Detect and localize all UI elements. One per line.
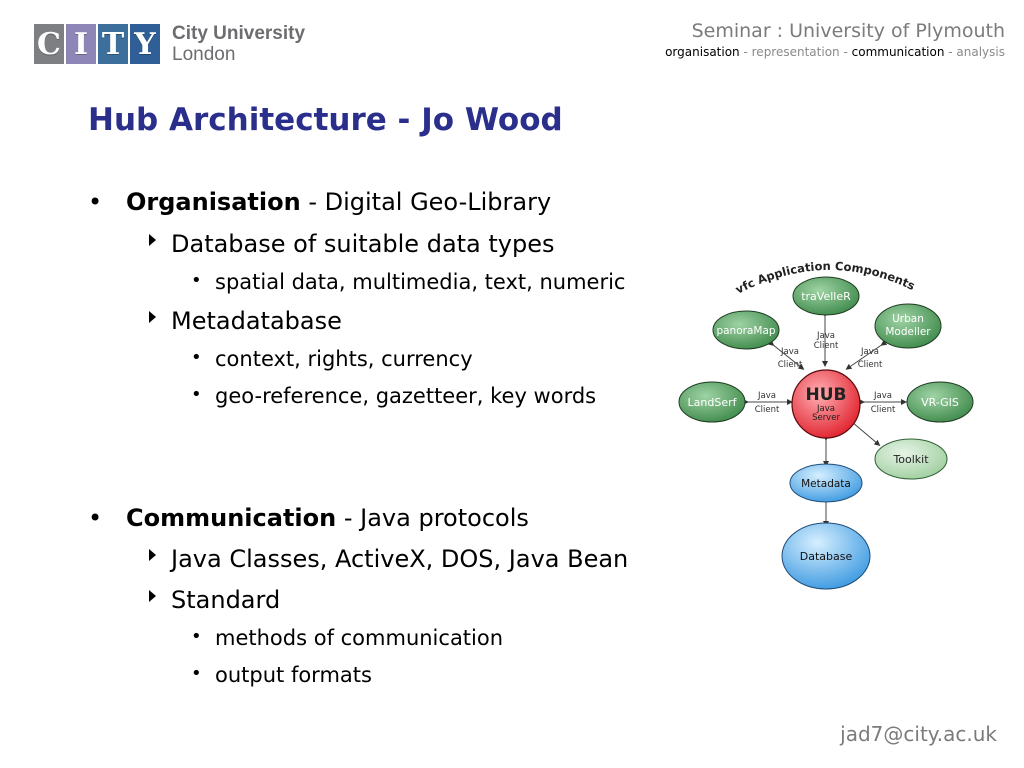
bullet-text: context, rights, currency xyxy=(215,347,473,371)
seminar-topics: organisation - representation - communic… xyxy=(665,45,1005,59)
bullet-bold: Communication xyxy=(126,504,337,532)
bullet-database-types: Database of suitable data types xyxy=(149,230,555,258)
svg-text:VR-GIS: VR-GIS xyxy=(921,396,959,409)
logo-tile-i: I xyxy=(66,24,96,64)
bullet-dot: • xyxy=(88,188,103,216)
label-client: Client xyxy=(814,341,839,351)
connector-panoramap-hub xyxy=(767,339,805,370)
bullet-text: methods of communication xyxy=(215,626,504,650)
svg-text:Metadata: Metadata xyxy=(801,478,851,490)
bullet-dot: • xyxy=(191,347,202,368)
svg-text:traVelleR: traVelleR xyxy=(801,290,851,303)
node-panoramap: panoraMap xyxy=(712,310,780,350)
topic-communication: communication xyxy=(851,45,945,59)
hub-architecture-diagram: vfc Application Components Java Client J… xyxy=(678,259,974,590)
bullet-dot: • xyxy=(191,663,202,684)
topic-separator: - xyxy=(739,45,752,59)
svg-text:Database: Database xyxy=(800,550,853,563)
label-java: Java xyxy=(873,391,892,401)
bullet-text: geo-reference, gazetteer, key words xyxy=(215,384,597,408)
topic-separator: - xyxy=(944,45,957,59)
node-hub: HUB Java Server xyxy=(791,369,861,439)
node-metadata: Metadata xyxy=(789,463,863,503)
bullet-output-formats: • output formats xyxy=(191,663,372,687)
topic-representation: representation xyxy=(751,45,840,59)
bullet-text: Standard xyxy=(171,586,281,614)
logo-name: City University xyxy=(172,23,306,44)
svg-text:HUB: HUB xyxy=(806,385,847,405)
label-java: Java xyxy=(780,347,799,357)
bullet-metadatabase: Metadatabase xyxy=(149,307,342,335)
node-database: Database xyxy=(781,522,871,590)
topic-separator: - xyxy=(839,45,852,59)
label-client: Client xyxy=(778,360,803,370)
bullet-text: output formats xyxy=(215,663,372,687)
svg-text:Java: Java xyxy=(816,404,835,414)
seminar-title: Seminar : University of Plymouth xyxy=(691,20,1005,42)
logo-city: London xyxy=(172,44,236,65)
svg-text:Server: Server xyxy=(812,413,840,423)
footer-email: jad7@city.ac.uk xyxy=(840,722,997,746)
bullet-geo-reference: • geo-reference, gazetteer, key words xyxy=(191,384,597,408)
bullet-communication: • Communication - Java protocols xyxy=(88,504,529,532)
bullet-dot: • xyxy=(191,384,202,405)
logo-tiles: C I T Y xyxy=(34,24,162,64)
svg-text:Urban: Urban xyxy=(892,313,924,325)
connector-urban-hub xyxy=(845,339,888,370)
bullet-standard: Standard xyxy=(149,586,281,614)
node-vr-gis: VR-GIS xyxy=(906,381,974,423)
logo-text: City University London xyxy=(172,23,305,65)
node-urban-modeller: Urban Modeller xyxy=(874,303,942,349)
bullet-text: Metadatabase xyxy=(171,307,342,335)
bullet-text: - Digital Geo-Library xyxy=(300,188,552,216)
bullet-dot: • xyxy=(191,626,202,647)
logo-tile-t: T xyxy=(98,24,128,64)
svg-text:Modeller: Modeller xyxy=(885,326,931,338)
connector-toolkit-hub xyxy=(847,417,881,446)
bullet-text: - Java protocols xyxy=(336,504,529,532)
bullet-java-classes: Java Classes, ActiveX, DOS, Java Bean xyxy=(149,545,629,573)
arrow-bullet-icon xyxy=(149,234,156,246)
node-traveller: traVelleR xyxy=(792,276,860,316)
topic-organisation: organisation xyxy=(665,45,740,59)
bullet-spatial-data: • spatial data, multimedia, text, numeric xyxy=(191,270,626,294)
bullet-context: • context, rights, currency xyxy=(191,347,473,371)
bullet-bold: Organisation xyxy=(126,188,301,216)
svg-text:panoraMap: panoraMap xyxy=(716,325,775,337)
label-java: Java xyxy=(860,347,879,357)
bullet-text: Java Classes, ActiveX, DOS, Java Bean xyxy=(171,545,629,573)
bullet-dot: • xyxy=(191,270,202,291)
label-client: Client xyxy=(755,405,780,415)
arrow-bullet-icon xyxy=(149,549,156,561)
bullet-dot: • xyxy=(88,504,103,532)
svg-text:LandSerf: LandSerf xyxy=(688,396,738,409)
label-java: Java xyxy=(816,331,835,341)
slide-header: Seminar : University of Plymouth organis… xyxy=(665,20,1005,59)
topic-analysis: analysis xyxy=(956,45,1005,59)
bullet-text: spatial data, multimedia, text, numeric xyxy=(215,270,626,294)
arrow-bullet-icon xyxy=(149,311,156,323)
node-landserf: LandSerf xyxy=(678,381,746,423)
bullet-organisation: • Organisation - Digital Geo-Library xyxy=(88,188,552,216)
label-java: Java xyxy=(757,391,776,401)
bullet-text: Database of suitable data types xyxy=(171,230,555,258)
node-toolkit: Toolkit xyxy=(874,438,948,480)
logo-tile-y: Y xyxy=(130,24,160,64)
logo-tile-c: C xyxy=(34,24,64,64)
label-client: Client xyxy=(858,360,883,370)
arrow-bullet-icon xyxy=(149,590,156,602)
label-client: Client xyxy=(871,405,896,415)
slide-title: Hub Architecture - Jo Wood xyxy=(88,102,563,138)
bullet-methods: • methods of communication xyxy=(191,626,504,650)
svg-text:Toolkit: Toolkit xyxy=(892,453,929,466)
city-university-logo: C I T Y City University London xyxy=(34,22,305,66)
